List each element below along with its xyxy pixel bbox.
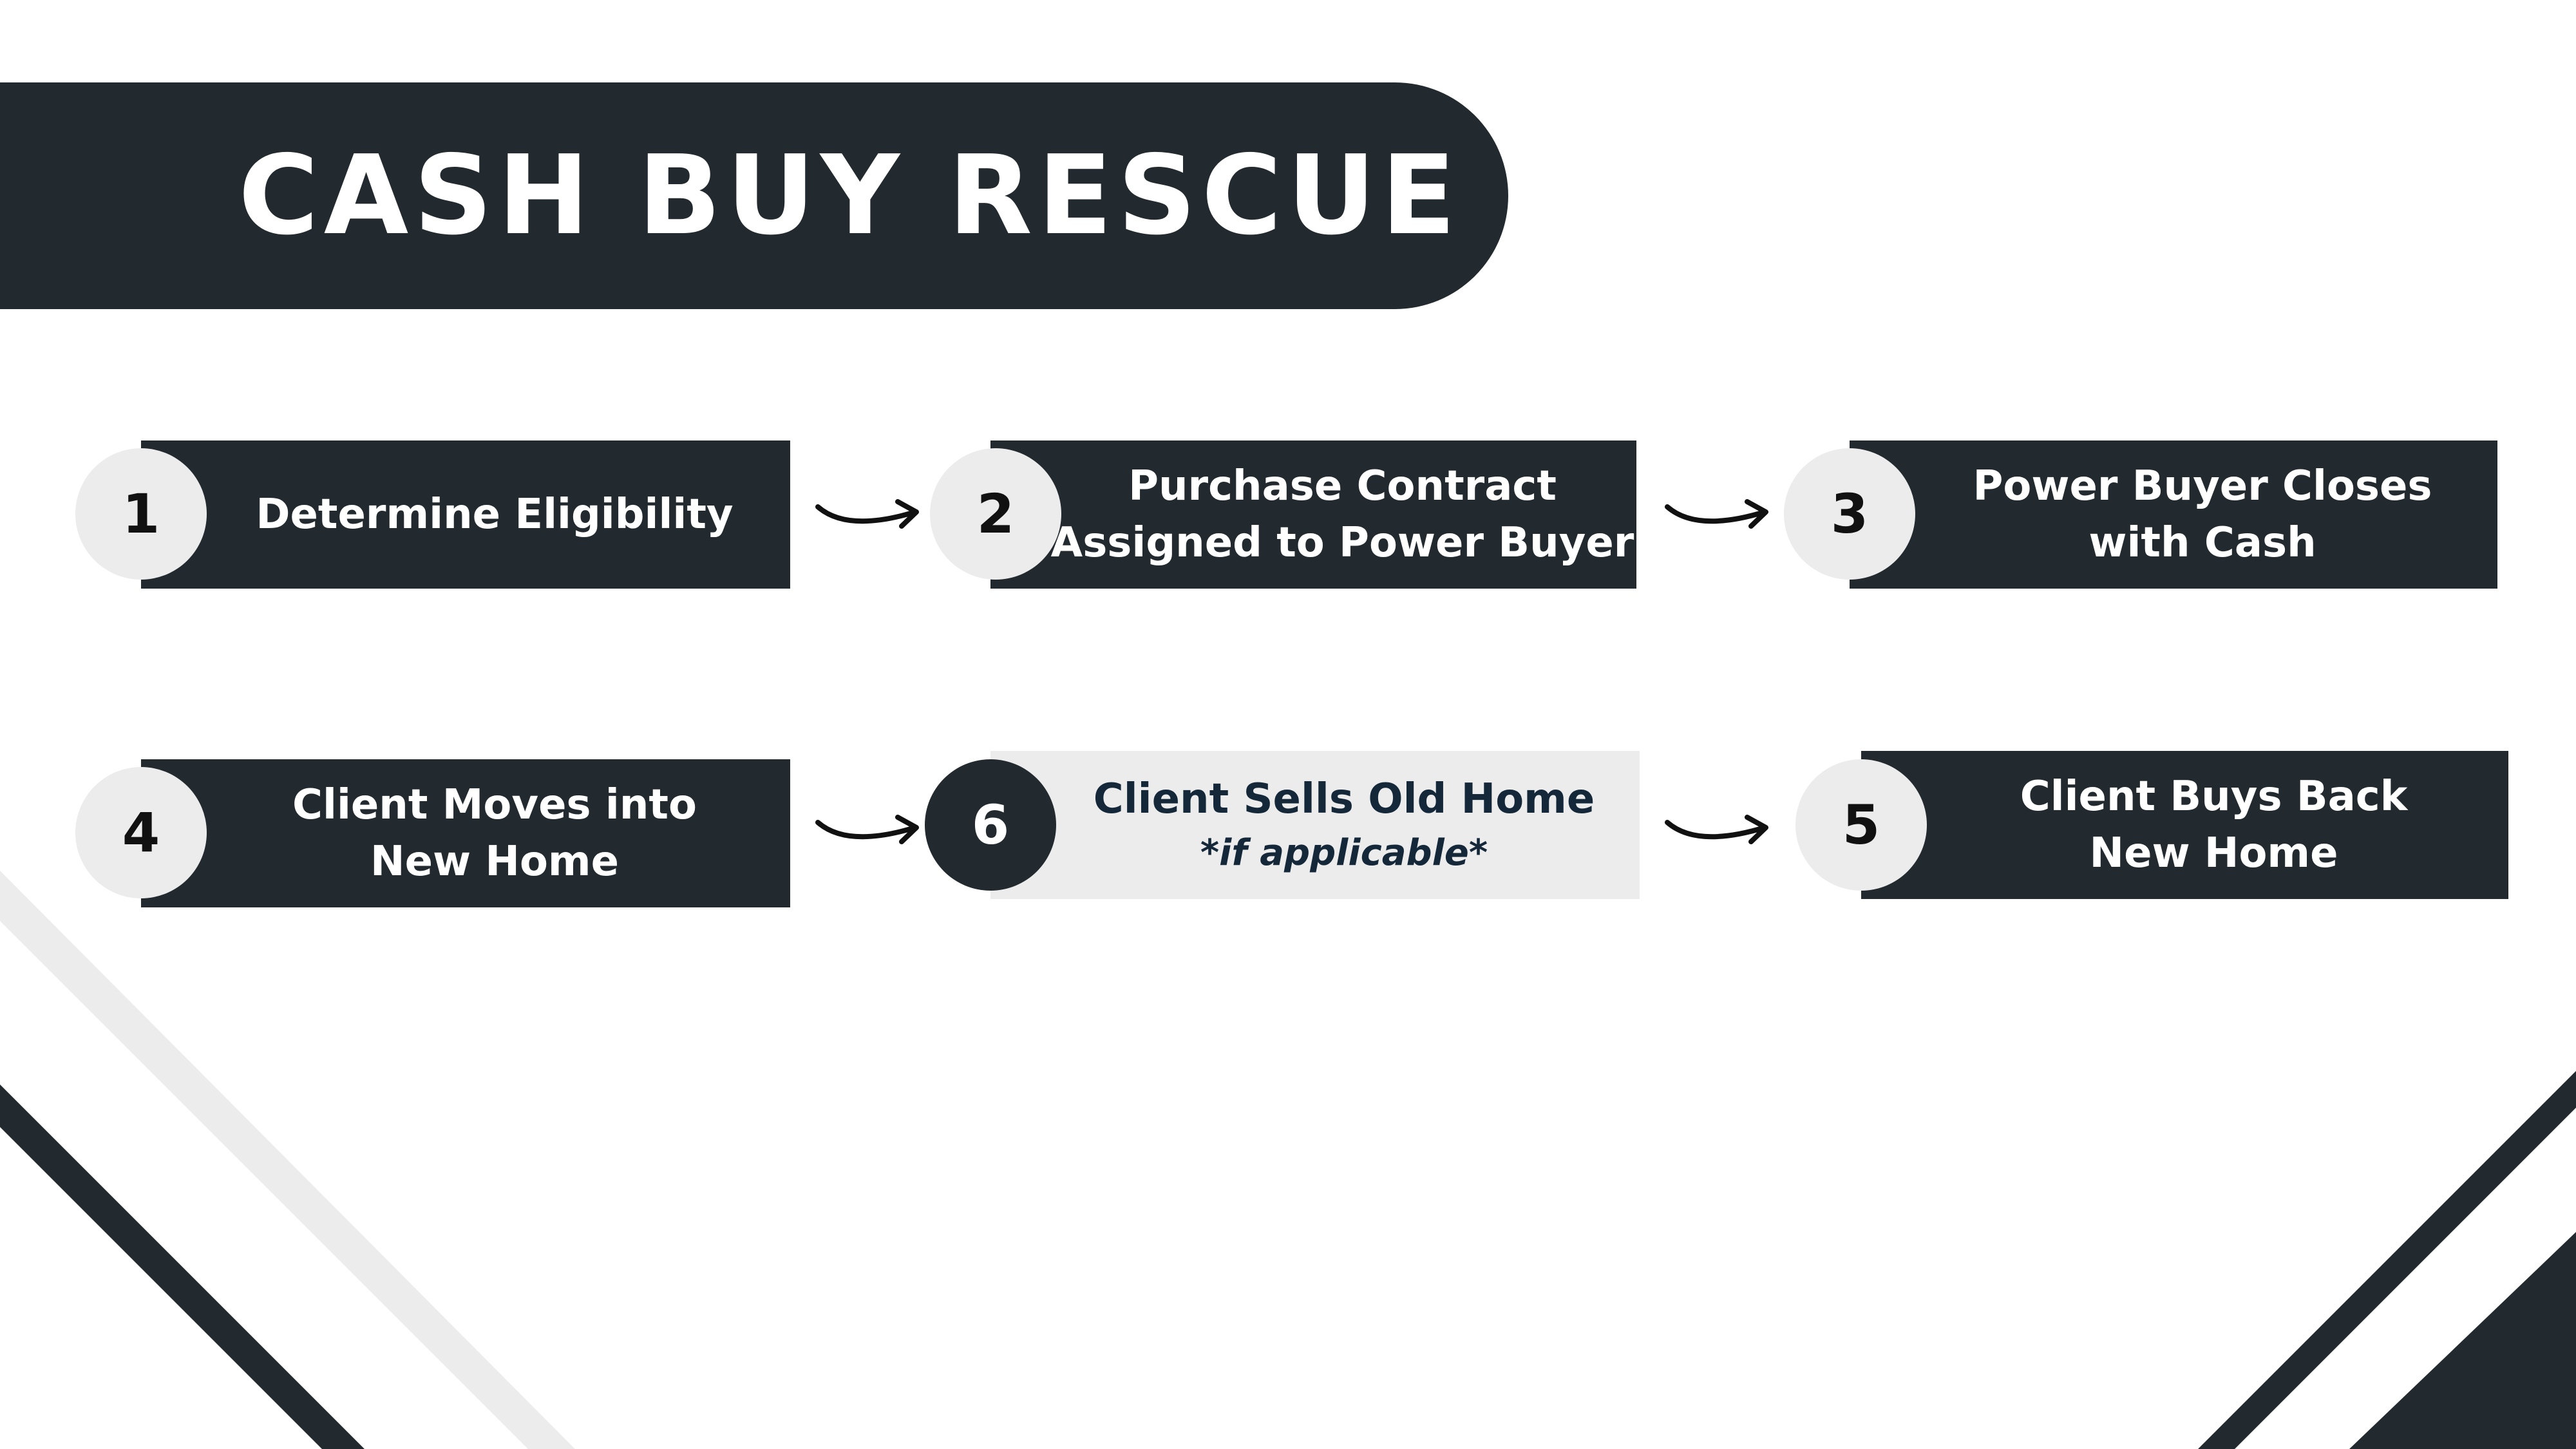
step-label: Client Moves into [292,781,697,829]
step-4-number: 4 [75,767,207,898]
curved-arrow-icon [1665,499,1768,529]
step-5-box: Client Buys Back New Home [1861,751,2508,899]
step-4-box: Client Moves into New Home [141,759,790,907]
step-2-box: Purchase Contract Assigned to Power Buye… [990,440,1636,589]
step-3-box: Power Buyer Closes with Cash [1850,440,2497,589]
step-1-number: 1 [75,448,207,580]
dark-diagonal-stripe-right [2198,1071,2576,1449]
step-6-number: 6 [925,759,1056,891]
page-title: CASH BUY RESCUE [238,132,1461,260]
title-banner: CASH BUY RESCUE [0,82,1508,309]
curved-arrow-icon [815,815,919,844]
step-label: New Home [370,838,619,886]
curved-arrow-icon [815,499,919,529]
step-label: New Home [2089,829,2338,877]
step-label: Client Buys Back [2020,773,2408,820]
dark-diagonal-stripe-left [0,1084,365,1449]
light-diagonal-stripe [0,871,575,1449]
step-label: with Cash [2088,519,2316,567]
step-label: Assigned to Power Buyer [1050,519,1634,567]
step-label: Determine Eligibility [256,491,734,538]
step-6-box: Client Sells Old Home *if applicable* [990,751,1640,899]
curved-arrow-icon [1665,815,1768,844]
step-label: Power Buyer Closes [1973,462,2432,510]
step-2-number: 2 [930,448,1061,580]
dark-corner-triangle [2349,1232,2576,1449]
step-3-number: 3 [1784,448,1915,580]
step-label: Client Sells Old Home [1093,775,1595,823]
step-note: *if applicable* [1200,832,1488,874]
step-label: Purchase Contract [1128,462,1557,510]
step-5-number: 5 [1795,759,1927,891]
step-1-box: Determine Eligibility [141,440,790,589]
